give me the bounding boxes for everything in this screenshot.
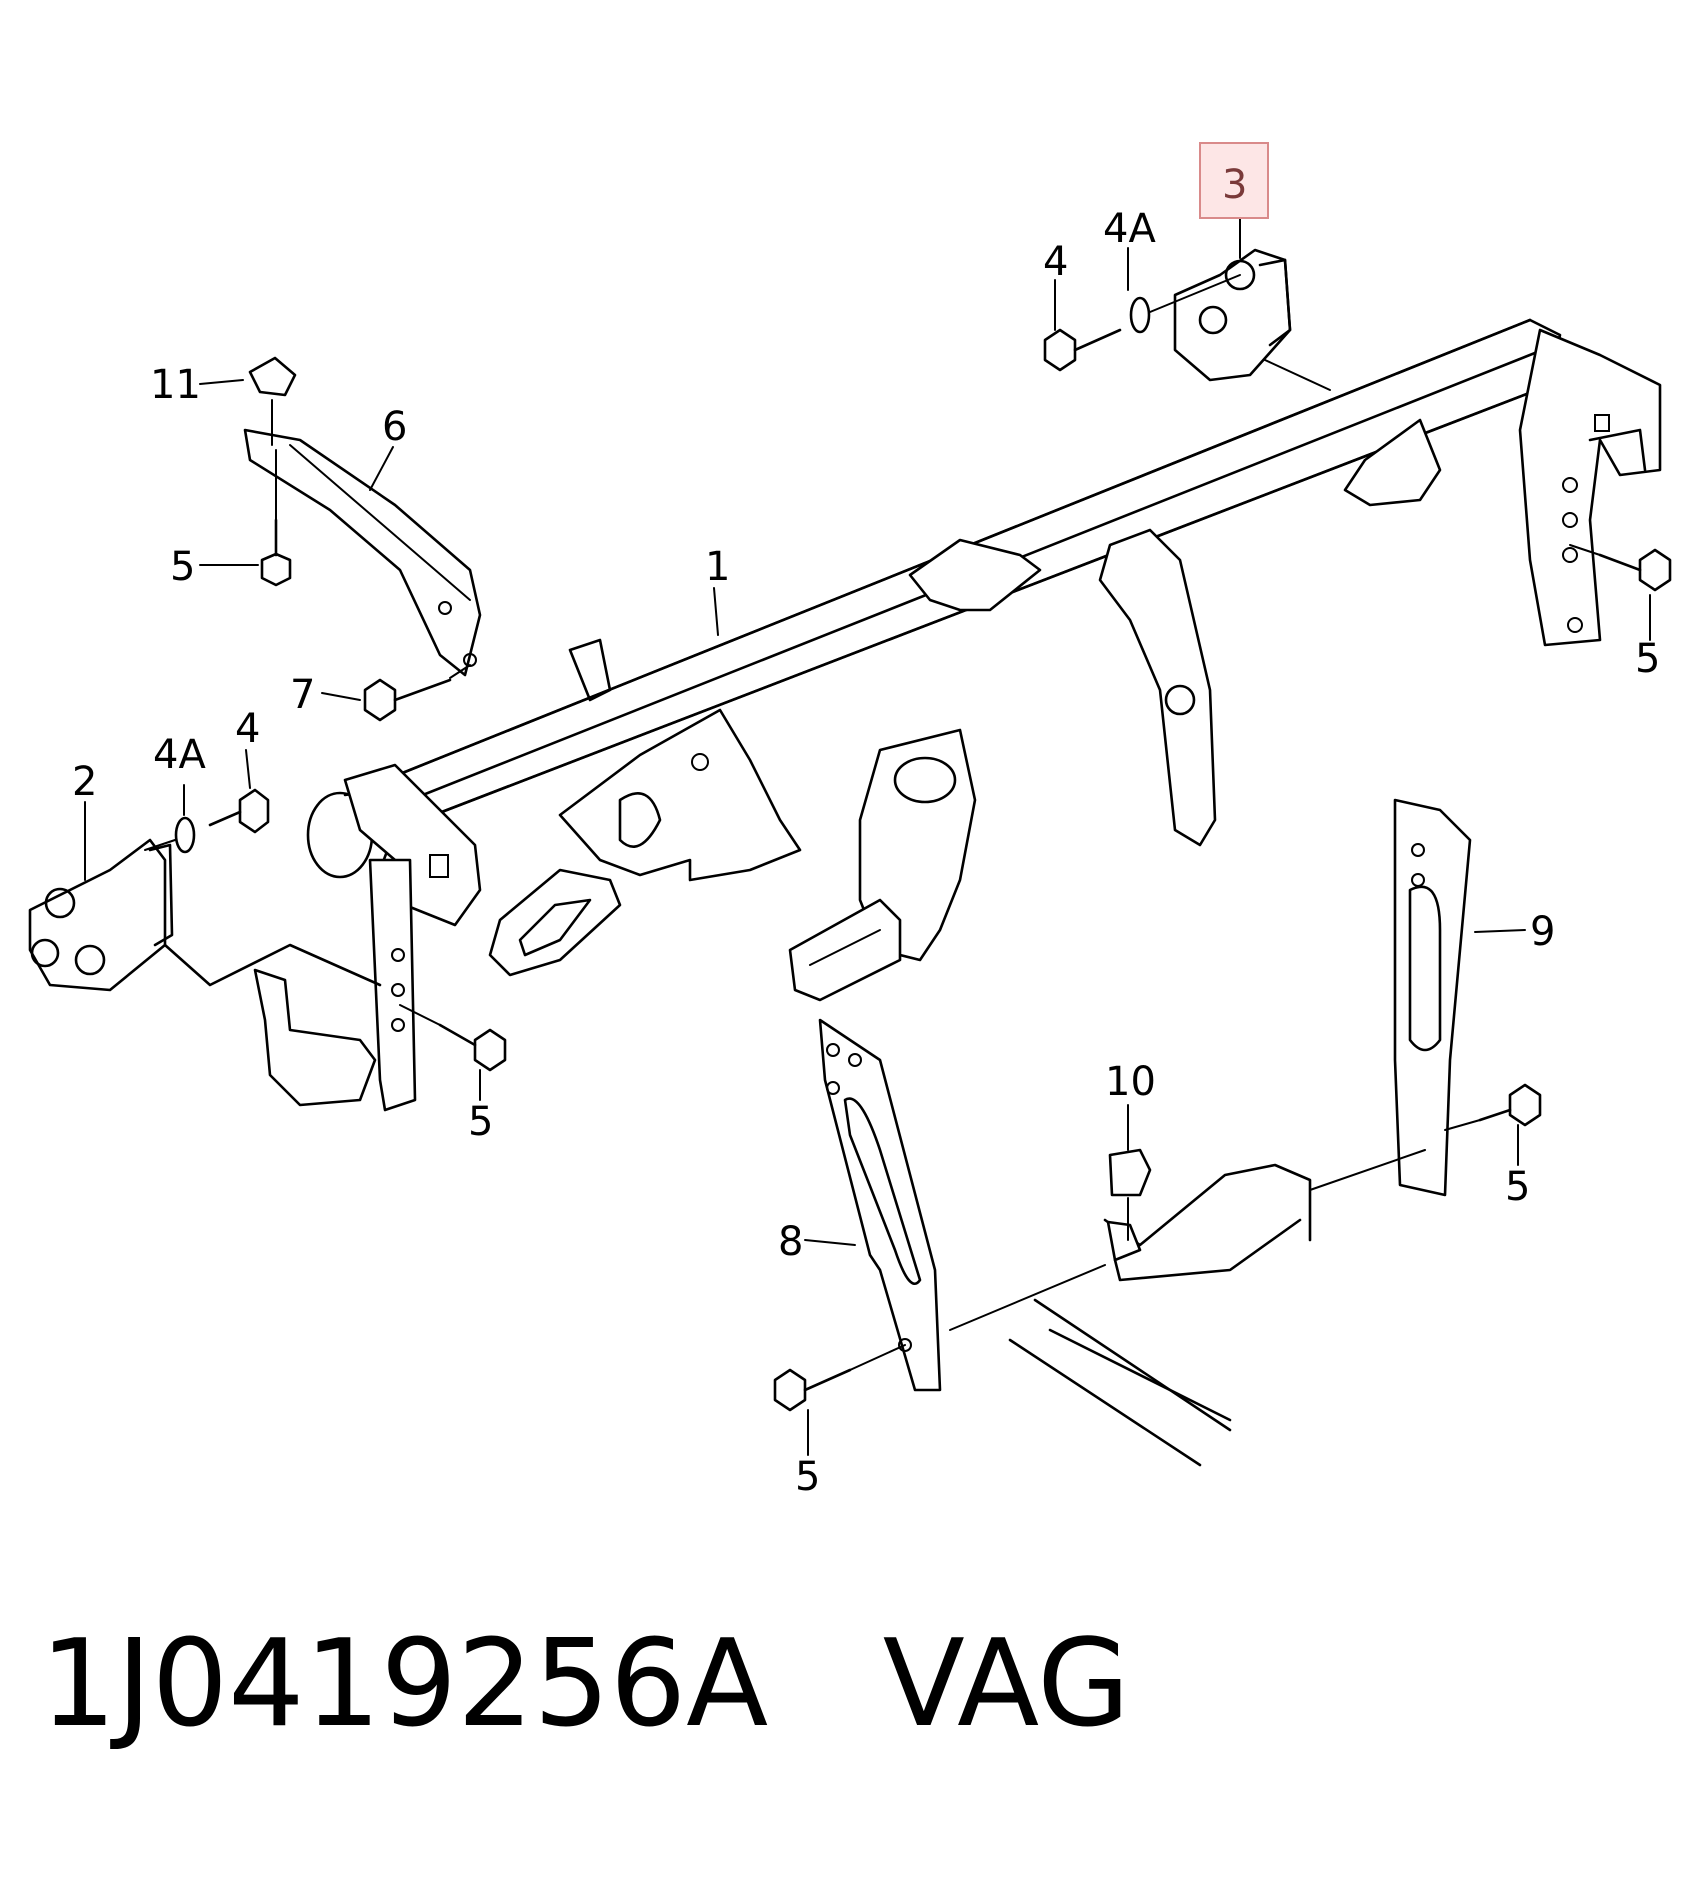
- right-end-bracket: [1518, 328, 1662, 647]
- callout-5-right: 5: [1635, 636, 1660, 682]
- screw-5-right: [1569, 544, 1672, 592]
- screw-5-bottom-right: [1444, 1083, 1542, 1131]
- callout-1: 1: [705, 544, 730, 590]
- left-tube-bracket: [343, 763, 482, 1112]
- part-number-caption: 1J0419256A VAG: [40, 1625, 1130, 1745]
- callout-6: 6: [382, 404, 407, 450]
- screw-7: [363, 664, 471, 722]
- clip-10: [1108, 1148, 1152, 1197]
- callout-5-bottom: 5: [795, 1454, 820, 1500]
- clip-11: [248, 356, 297, 397]
- bolt-left: [144, 788, 270, 854]
- screw-5-center-left: [399, 1004, 507, 1072]
- callout-2: 2: [72, 759, 97, 805]
- callout-8: 8: [778, 1219, 803, 1265]
- callout-3: 3: [1222, 162, 1247, 208]
- callout-11: 11: [150, 362, 201, 408]
- part-6-strut: [243, 428, 482, 677]
- part-8-brace: [818, 1018, 942, 1392]
- callout-4-top: 4: [1043, 239, 1068, 285]
- fasteners: [144, 274, 1672, 1412]
- screw-5-bottom: [773, 1344, 906, 1412]
- leader-lines: [84, 214, 1651, 1456]
- center-brackets: [488, 418, 1442, 1002]
- brand-name: VAG: [882, 1615, 1131, 1754]
- callout-10: 10: [1105, 1059, 1156, 1105]
- callout-labels: 3 4A 4 11 6 5 1 5 7 4A 4 2 9 5 10 5 8 5: [72, 162, 1660, 1500]
- part-3-side-pad: [1173, 248, 1331, 391]
- callout-9: 9: [1530, 909, 1555, 955]
- callout-4-left: 4: [235, 706, 260, 752]
- callout-7: 7: [290, 672, 315, 718]
- part-2-side-pad: [28, 838, 382, 1107]
- callout-5-bottom-right: 5: [1505, 1164, 1530, 1210]
- callout-5-upper-left: 5: [170, 544, 195, 590]
- callout-4a-top: 4A: [1103, 206, 1156, 252]
- floor-rail: [949, 1149, 1426, 1467]
- part-number: 1J0419256A: [40, 1615, 769, 1754]
- bolt-top: [1043, 274, 1241, 372]
- callout-5-left: 5: [468, 1099, 493, 1145]
- highlight-box-3: [1199, 142, 1269, 219]
- callout-4a-left: 4A: [153, 732, 206, 778]
- part-9-brace: [1393, 798, 1472, 1197]
- screw-5-upper-left: [260, 449, 292, 587]
